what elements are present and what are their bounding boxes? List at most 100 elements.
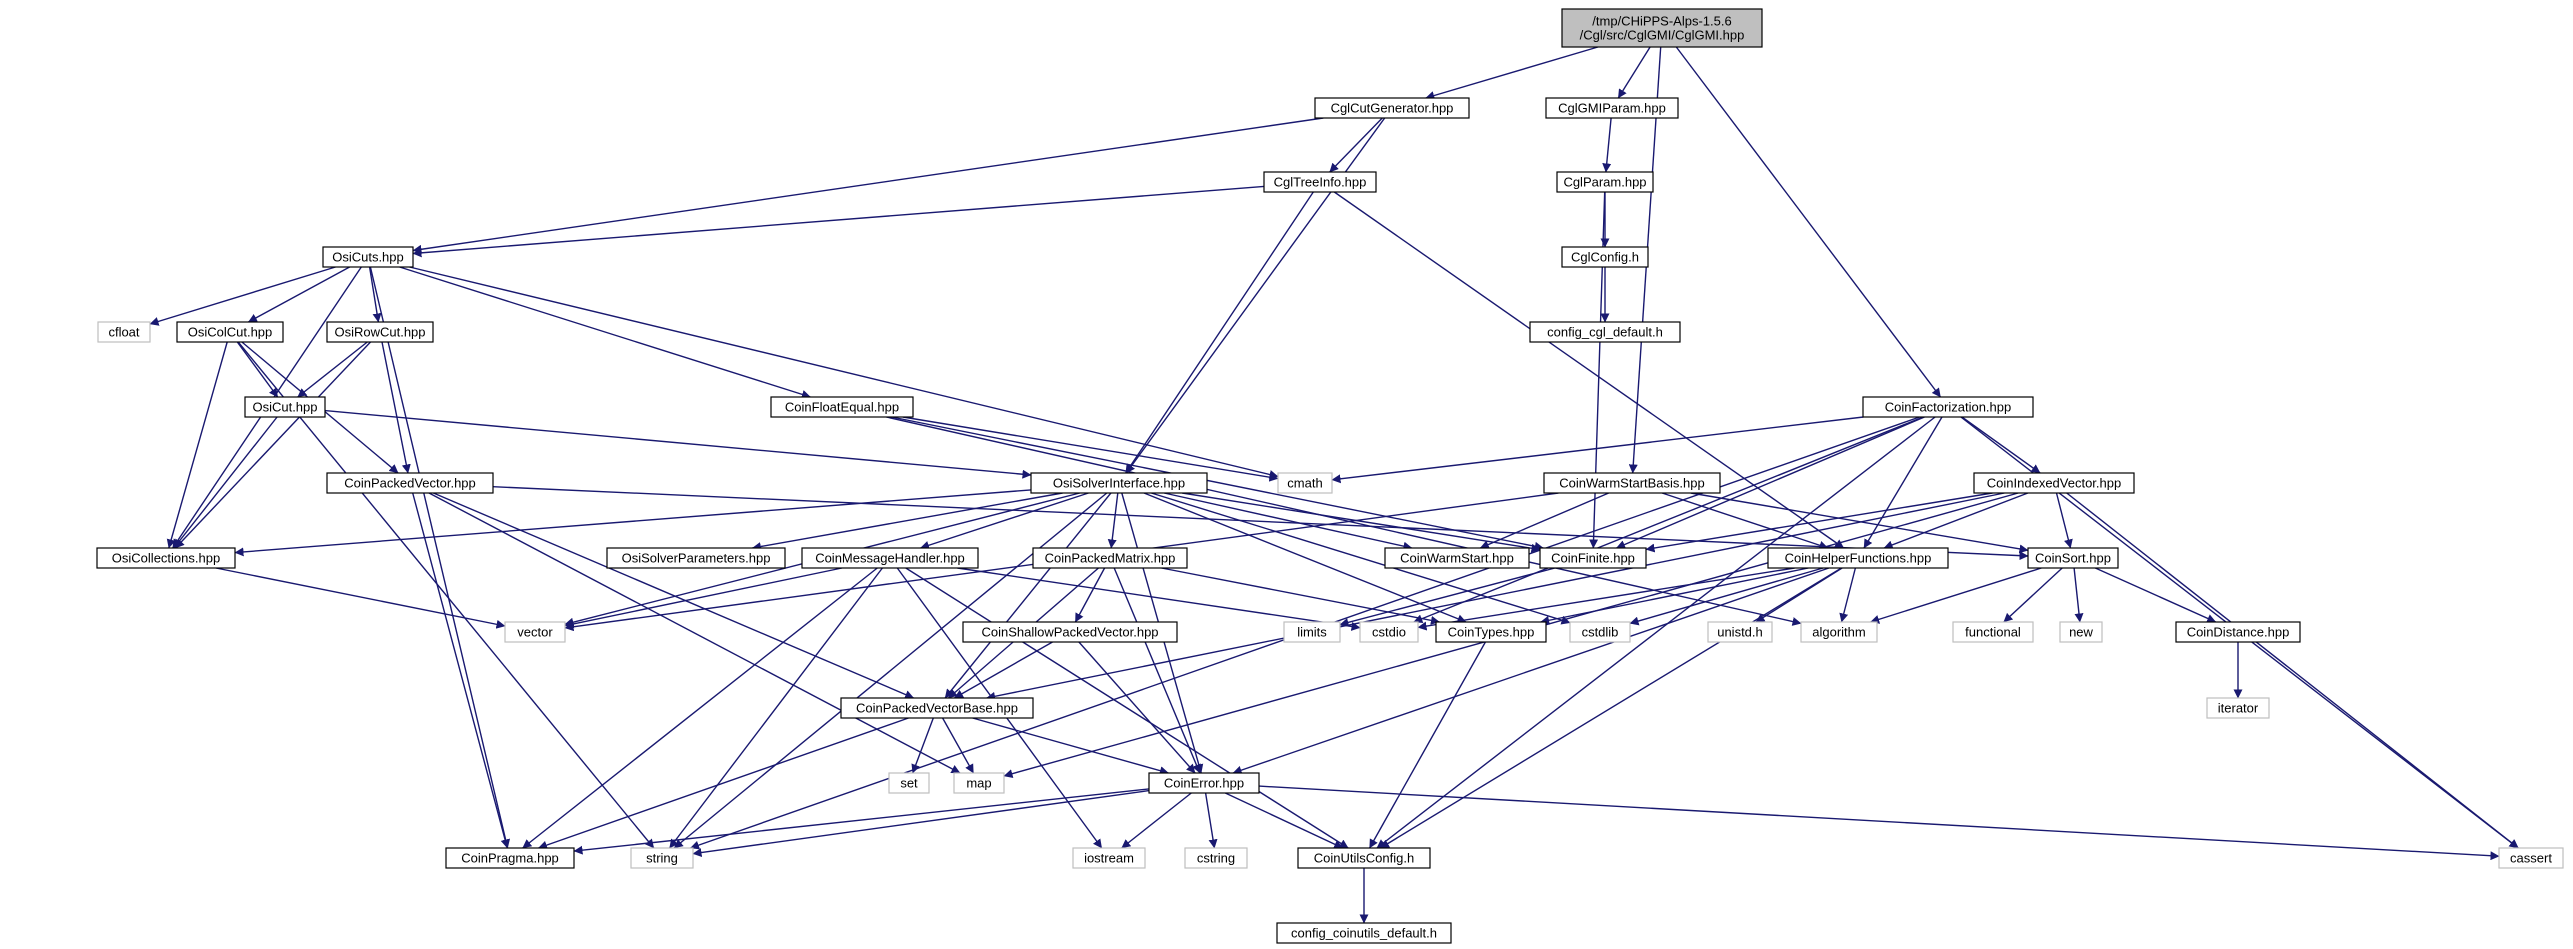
node-cpvbase[interactable]: CoinPackedVectorBase.hpp: [840, 697, 1034, 719]
edge-root-to-coinfact: [1675, 46, 1942, 398]
node-box: [1556, 171, 1654, 193]
nodes-layer: /tmp/CHiPPS-Alps-1.5.6/Cgl/src/CglGMI/Cg…: [96, 8, 2564, 944]
edge-osisolver-to-coinfinite: [1182, 492, 1541, 553]
edge-coinsort-to-functional: [2003, 567, 2063, 623]
edge-shallow-to-cpvbase: [954, 641, 1053, 699]
edge-coinidxvec-to-coinsort: [2055, 492, 2073, 549]
node-osicolcut[interactable]: OsiColCut.hpp: [176, 321, 284, 343]
node-label: CoinFactorization.hpp: [1885, 400, 2011, 415]
edge-coinsort-to-new: [2073, 567, 2084, 623]
node-label: CoinPackedVector.hpp: [344, 476, 476, 491]
node-coinpragma[interactable]: CoinPragma.hpp: [445, 847, 575, 869]
edge-osisolver-to-string: [673, 492, 1108, 849]
node-label: config_cgl_default.h: [1547, 325, 1663, 340]
node-label: cmath: [1287, 476, 1322, 491]
edge-coinpackedmat-to-cointypes: [1161, 567, 1440, 625]
edge-cutgen-to-osisolver: [1125, 117, 1386, 474]
node-coinwsbasis[interactable]: CoinWarmStartBasis.hpp: [1543, 472, 1721, 494]
node-cfgcoinutils[interactable]: config_coinutils_default.h: [1276, 922, 1452, 944]
node-box: [1283, 621, 1341, 643]
node-shallow[interactable]: CoinShallowPackedVector.hpp: [962, 621, 1178, 643]
node-cmath: cmath: [1277, 472, 1333, 494]
node-label: CoinWarmStartBasis.hpp: [1559, 476, 1704, 491]
node-box: [801, 547, 979, 569]
node-cfgcgl[interactable]: config_cgl_default.h: [1529, 321, 1681, 343]
node-coinhelper[interactable]: CoinHelperFunctions.hpp: [1767, 547, 1949, 569]
node-box: [606, 547, 786, 569]
edge-cpvbase-to-coinpragma: [538, 717, 909, 850]
node-label: OsiSolverParameters.hpp: [622, 551, 771, 566]
edge-cpvbase-to-coinerror: [972, 717, 1169, 776]
node-label: CoinError.hpp: [1164, 776, 1244, 791]
node-osisolver[interactable]: OsiSolverInterface.hpp: [1030, 472, 1208, 494]
node-osicoll[interactable]: OsiCollections.hpp: [96, 547, 236, 569]
node-label: CoinPragma.hpp: [461, 851, 559, 866]
node-coinsort[interactable]: CoinSort.hpp: [2027, 547, 2119, 569]
node-box: [1384, 547, 1530, 569]
node-coinfinite[interactable]: CoinFinite.hpp: [1539, 547, 1647, 569]
edge-coinmsg-to-coinutilscfg: [905, 567, 1349, 849]
edge-coinpackedvec-to-map: [428, 492, 961, 774]
edge-coinfact-to-cmath: [1331, 416, 1864, 484]
edge-coinerror-to-string: [692, 789, 1150, 857]
node-coinmsg[interactable]: CoinMessageHandler.hpp: [801, 547, 979, 569]
node-root[interactable]: /tmp/CHiPPS-Alps-1.5.6/Cgl/src/CglGMI/Cg…: [1561, 8, 1763, 48]
node-cglparam[interactable]: CglParam.hpp: [1556, 171, 1654, 193]
node-coinpackedmat[interactable]: CoinPackedMatrix.hpp: [1032, 547, 1188, 569]
edge-osicolcut-to-osicoll: [166, 341, 228, 549]
node-label: algorithm: [1812, 625, 1865, 640]
node-coinerror[interactable]: CoinError.hpp: [1148, 772, 1260, 794]
node-box: [1314, 97, 1470, 119]
edge-shallow-to-coinerror: [1078, 641, 1196, 774]
edge-coinhelper-to-algorithm: [1839, 567, 1857, 623]
edge-cutgen-to-treeinfo: [1329, 117, 1383, 173]
node-limits: limits: [1283, 621, 1341, 643]
node-cfloat: cfloat: [97, 321, 151, 343]
node-label: CoinFloatEqual.hpp: [785, 400, 899, 415]
node-box: [2059, 621, 2103, 643]
node-coinwarmstart[interactable]: CoinWarmStart.hpp: [1384, 547, 1530, 569]
edge-osisolver-to-coinpackedmat: [1107, 492, 1119, 549]
node-label: limits: [1297, 625, 1327, 640]
node-label: OsiColCut.hpp: [188, 325, 273, 340]
edge-coinfloateq-to-algorithm: [886, 416, 1802, 626]
node-coinpackedvec[interactable]: CoinPackedVector.hpp: [326, 472, 494, 494]
node-osisolparams[interactable]: OsiSolverParameters.hpp: [606, 547, 786, 569]
node-cglconfig[interactable]: CglConfig.h: [1561, 246, 1649, 268]
node-osicuts[interactable]: OsiCuts.hpp: [322, 246, 414, 268]
node-algorithm: algorithm: [1800, 621, 1878, 643]
node-osirowcut[interactable]: OsiRowCut.hpp: [326, 321, 434, 343]
edge-coinmsg-to-vector: [564, 567, 843, 629]
edge-coinerror-to-coinutilscfg: [1225, 792, 1344, 849]
node-set: set: [888, 772, 930, 794]
node-label: OsiRowCut.hpp: [334, 325, 425, 340]
node-iterator: iterator: [2206, 697, 2270, 719]
node-label: iterator: [2218, 701, 2259, 716]
edge-osicoll-to-vector: [215, 567, 506, 629]
node-box: [2027, 547, 2119, 569]
node-cointypes[interactable]: CoinTypes.hpp: [1435, 621, 1547, 643]
node-treeinfo[interactable]: CglTreeInfo.hpp: [1263, 171, 1377, 193]
node-cstring: cstring: [1184, 847, 1248, 869]
node-osicut[interactable]: OsiCut.hpp: [244, 396, 326, 418]
node-string: string: [630, 847, 694, 869]
node-cutgen[interactable]: CglCutGenerator.hpp: [1314, 97, 1470, 119]
node-label: unistd.h: [1717, 625, 1763, 640]
node-gmiparam[interactable]: CglGMIParam.hpp: [1545, 97, 1679, 119]
node-label: CoinUtilsConfig.h: [1314, 851, 1414, 866]
node-coinfact[interactable]: CoinFactorization.hpp: [1862, 396, 2034, 418]
edge-coinerror-to-coinpragma: [573, 788, 1150, 855]
edge-coinfact-to-coinutilscfg: [1376, 416, 1936, 849]
edge-coinidxvec-to-cpvbase: [986, 492, 2005, 701]
node-coinutilscfg[interactable]: CoinUtilsConfig.h: [1297, 847, 1431, 869]
edge-coinpackedvec-to-coinpragma: [412, 492, 510, 849]
node-coindist[interactable]: CoinDistance.hpp: [2175, 621, 2301, 643]
edge-cpvbase-to-set: [911, 717, 934, 774]
node-box: [322, 246, 414, 268]
node-box: [962, 621, 1178, 643]
node-coinidxvec[interactable]: CoinIndexedVector.hpp: [1973, 472, 2135, 494]
edge-osisolver-to-cointypes: [1143, 492, 1467, 623]
node-box: [840, 697, 1034, 719]
node-coinfloateq[interactable]: CoinFloatEqual.hpp: [770, 396, 914, 418]
edge-osicuts-to-coinpragma: [369, 266, 511, 849]
